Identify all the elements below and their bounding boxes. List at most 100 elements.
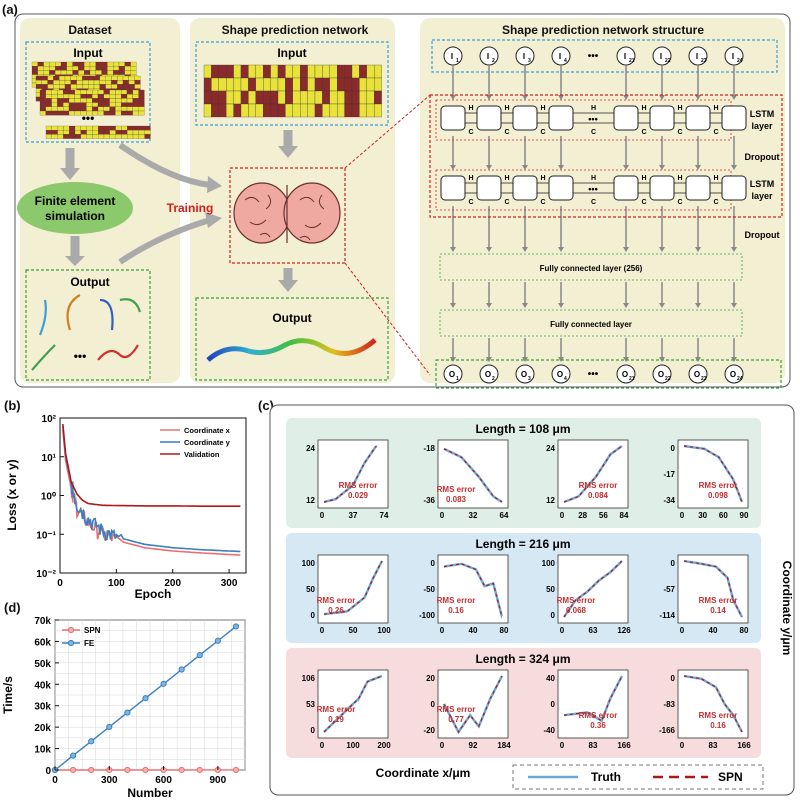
mini-ytick: -114 xyxy=(659,611,675,620)
lstm2-label-a: LSTM xyxy=(750,179,775,189)
mini-plot-frame xyxy=(557,669,629,739)
mini-ytick: -36 xyxy=(423,496,435,505)
svg-text:I: I xyxy=(451,52,453,61)
mini-xtick: 0 xyxy=(440,626,445,635)
mini-xtick: 0 xyxy=(560,511,565,520)
svg-text:O: O xyxy=(658,370,664,379)
svg-text:H: H xyxy=(540,105,545,112)
mini-xtick: 100 xyxy=(346,741,360,750)
d-ytick: 10k xyxy=(34,745,51,756)
b-ytick: 10¹ xyxy=(42,453,57,464)
mini-xtick: 90 xyxy=(740,511,749,520)
mini-xtick: 30 xyxy=(698,511,707,520)
svg-text:•••: ••• xyxy=(588,114,597,124)
dataset-title: Dataset xyxy=(68,23,111,37)
mini-ytick: 100 xyxy=(302,559,316,568)
rms-value: 0.16 xyxy=(448,606,464,615)
mini-xtick: 63 xyxy=(589,626,598,635)
svg-text:•••: ••• xyxy=(588,184,597,194)
svg-text:1: 1 xyxy=(456,58,459,64)
mini-ytick: 0 xyxy=(431,700,436,709)
mini-ytick: 53 xyxy=(306,700,315,709)
mini-xtick: 28 xyxy=(578,511,587,520)
svg-text:I: I xyxy=(523,52,525,61)
rms-label: RMS error xyxy=(339,481,378,490)
mini-ytick: 0 xyxy=(551,611,556,620)
lstm1-label-b: layer xyxy=(751,121,773,131)
b-ytick: 10⁻² xyxy=(36,569,56,580)
d-point xyxy=(232,766,240,774)
svg-text:H: H xyxy=(713,175,718,182)
brain-icon xyxy=(233,182,341,244)
b-ylabel: Loss (x or y) xyxy=(5,459,19,530)
mini-ytick: -50 xyxy=(423,585,435,594)
svg-text:•••: ••• xyxy=(588,51,599,62)
length-row-bg xyxy=(286,418,761,528)
mini-ytick: 50 xyxy=(306,585,315,594)
svg-text:I: I xyxy=(624,52,626,61)
mini-xtick: 40 xyxy=(709,626,718,635)
mini-ytick: -34 xyxy=(663,496,675,505)
fe-label-line1: Finite element xyxy=(35,194,116,208)
mini-xtick: 83 xyxy=(589,741,598,750)
fe-simulation-node xyxy=(17,182,133,234)
svg-text:I: I xyxy=(732,52,734,61)
mini-xtick: 60 xyxy=(719,511,728,520)
svg-text:H: H xyxy=(713,105,718,112)
fc2-label: Fully connected layer xyxy=(550,320,632,329)
rms-value: 0.19 xyxy=(328,715,344,724)
mini-xtick: 84 xyxy=(620,511,629,520)
panel-label-c: (c) xyxy=(258,398,274,413)
rms-label: RMS error xyxy=(437,485,476,494)
d-ytick: 0 xyxy=(45,766,51,777)
svg-text:H: H xyxy=(641,175,646,182)
b-legend-label: Coordinate y xyxy=(184,438,231,447)
svg-text:2: 2 xyxy=(492,376,495,382)
mini-xtick: 0 xyxy=(320,511,325,520)
mini-ytick: 0 xyxy=(671,444,676,453)
mini-xtick: 0 xyxy=(440,511,445,520)
mini-xtick: 83 xyxy=(709,741,718,750)
dataset-ellipsis: ••• xyxy=(82,111,95,125)
rms-label: RMS error xyxy=(437,596,476,605)
b-ytick: 10⁻¹ xyxy=(36,530,56,541)
length-row-bg xyxy=(286,533,761,643)
svg-text:3: 3 xyxy=(528,376,531,382)
rms-label: RMS error xyxy=(699,711,738,720)
svg-text:O: O xyxy=(694,370,700,379)
spn-curve xyxy=(683,560,743,618)
mini-xtick: 166 xyxy=(617,741,631,750)
rms-value: 0.77 xyxy=(448,715,464,724)
dataset-input-label: Input xyxy=(73,46,102,60)
mini-xtick: 0 xyxy=(560,741,565,750)
output-ellipsis: ••• xyxy=(74,349,87,363)
panel-label-d: (d) xyxy=(4,600,21,615)
svg-text:H: H xyxy=(504,175,509,182)
svg-text:H: H xyxy=(641,105,646,112)
svg-text:I: I xyxy=(559,52,561,61)
length-row-title: Length = 324 μm xyxy=(475,652,570,666)
d-xtick: 0 xyxy=(52,775,58,786)
length-row-title: Length = 216 μm xyxy=(475,537,570,551)
d-point xyxy=(196,766,203,774)
svg-text:24: 24 xyxy=(737,376,743,382)
spn-title: Shape prediction network xyxy=(222,23,369,37)
d-point xyxy=(178,766,185,774)
svg-text:O: O xyxy=(622,370,628,379)
svg-text:•••: ••• xyxy=(588,369,599,380)
svg-text:C: C xyxy=(591,129,596,136)
mini-ytick: -40 xyxy=(543,726,555,735)
rms-value: 0.26 xyxy=(328,606,344,615)
d-legend-label: SPN xyxy=(84,626,101,635)
d-point xyxy=(88,738,95,745)
rms-label: RMS error xyxy=(579,481,618,490)
